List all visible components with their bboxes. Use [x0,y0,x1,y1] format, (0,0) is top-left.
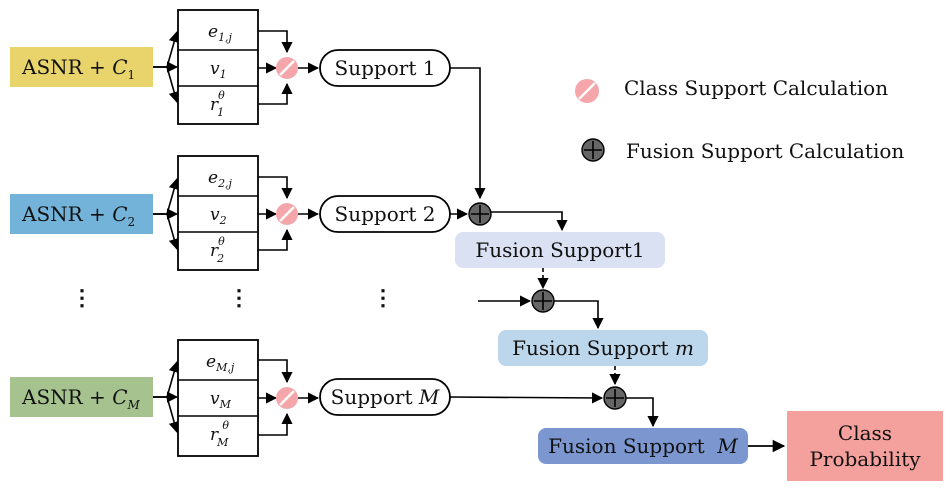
feature-e-2: e2,j [208,168,233,190]
ellipsis-supports: ⋮ [372,285,394,311]
feature-box-2: e2,j v2 r2θ [177,155,259,271]
class-probability-line1: Class [838,421,892,445]
fusion-support-label-M: Fusion Support M [548,434,738,458]
fusion-support-box-m [498,330,708,366]
fusion-support-label-1: Fusion Support1 [475,238,644,262]
input-label-2: ASNR + C2 [21,202,135,229]
legend-fusion-support-label: Fusion Support Calculation [626,139,904,163]
feature-v-2: v2 [210,205,227,227]
legend-class-support-icon [575,79,599,103]
input-label-1: ASNR + C1 [21,55,135,82]
input-box-2 [10,194,153,234]
feature-e-1: e1,j [208,22,233,44]
input-box-M [10,377,153,417]
feature-v-1: v1 [210,59,227,81]
class-probability-box [787,411,943,481]
ellipsis-inputs: ⋮ [71,285,93,311]
feature-box-1: e1,j v1 r1θ [177,9,259,125]
fusion-support-box-1 [455,232,665,268]
feature-e-M: eM,j [206,352,235,374]
support-label-1: Support 1 [335,56,436,80]
ellipsis-features: ⋮ [228,285,250,311]
feature-box-M: eM,j vM rMθ [177,339,259,457]
legend: Class Support Calculation Fusion Support… [575,76,904,163]
support-label-2: Support 2 [335,202,436,226]
support-label-M: Support M [331,385,440,409]
class-row-1: ASNR + C1 e1,j v1 r1θ Support 1 [10,9,451,125]
class-row-2: ASNR + C2 e2,j v2 r2θ Support 2 [10,155,451,271]
fusion-support-calc-icon-1 [468,202,492,226]
class-support-calc-icon-2 [276,203,298,225]
fusion-support-label-m: Fusion Support m [512,336,694,360]
fusion-support-calc-icon-3 [603,386,627,410]
input-label-M: ASNR + CM [21,385,141,412]
class-support-calc-icon-1 [276,57,298,79]
input-box-1 [10,47,153,87]
class-probability-line2: Probability [809,447,921,471]
fusion-support-box-M [538,428,748,464]
class-support-calc-icon-M [276,387,298,409]
feature-r-1: r1θ [210,89,225,119]
feature-r-M: rMθ [210,419,229,449]
class-row-M: ASNR + CM eM,j vM rMθ Support M [10,339,451,457]
legend-class-support-label: Class Support Calculation [624,76,888,100]
fusion-support-calc-icon-2 [531,289,555,313]
feature-v-M: vM [210,389,232,411]
legend-fusion-support-icon [581,138,605,162]
feature-r-2: r2θ [210,235,225,265]
